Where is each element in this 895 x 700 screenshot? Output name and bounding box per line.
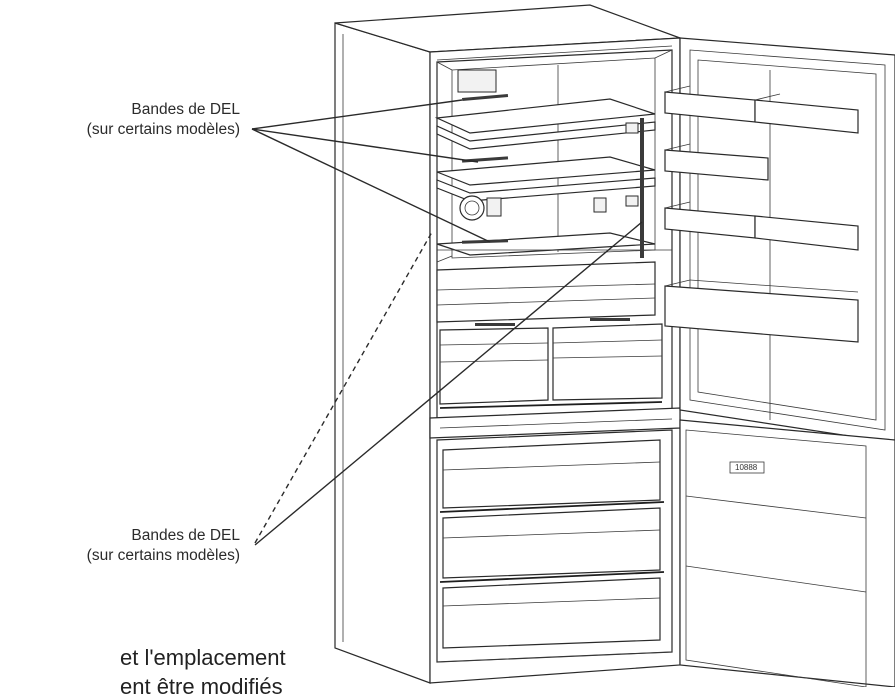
caption-line-1: et l'emplacement (120, 645, 286, 670)
crisper-drawers (436, 261, 663, 409)
freezer-door: 10888 (679, 419, 895, 687)
door-bins (664, 85, 859, 343)
freezer-door-display: 10888 (735, 463, 758, 472)
led-strips-label-bottom-line1: Bandes de DEL (131, 527, 240, 544)
control-box (457, 69, 497, 93)
callout-lines-bottom (254, 221, 643, 546)
glass-shelves (434, 98, 656, 256)
led-strips-label-bottom-line2: (sur certains modèles) (86, 547, 240, 564)
led-strips-label-top-line1: Bandes de DEL (131, 101, 240, 118)
led-strips-label-top: Bandes de DEL (sur certains modèles) (87, 100, 240, 140)
led-strips-label-top-line2: (sur certains modèles) (86, 121, 240, 138)
water-filter (459, 122, 639, 221)
led-strips-label-bottom: Bandes de DEL (sur certains modèles) (87, 526, 240, 566)
callout-lines-top (251, 99, 491, 243)
freezer-compartment (436, 429, 673, 663)
